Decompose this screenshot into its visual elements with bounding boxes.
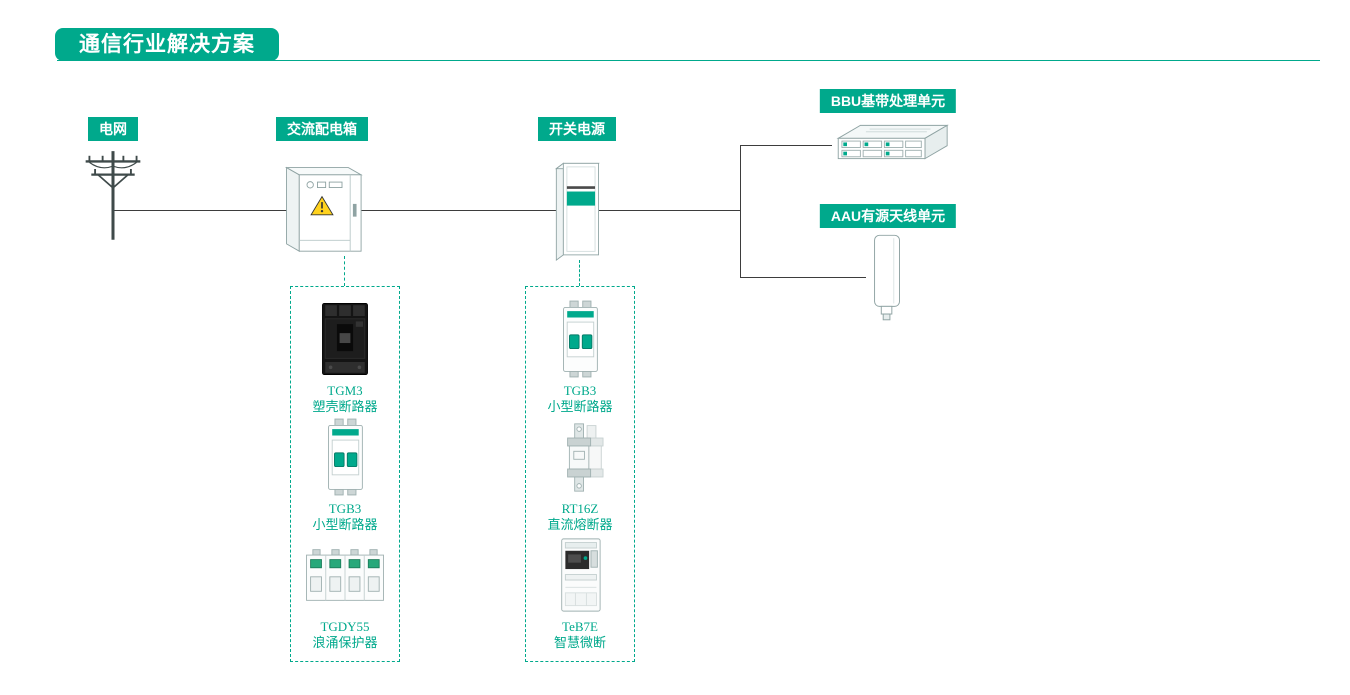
product-model: TGDY55 — [320, 619, 370, 634]
distribution-products-box: TGM3 塑壳断路器 TGB3 小型断路 — [290, 286, 400, 662]
aau-label: AAU有源天线单元 — [819, 204, 957, 228]
distribution-box-connector — [344, 256, 345, 286]
product-model: TGB3 — [328, 501, 362, 516]
bbu-branch-line — [740, 145, 832, 146]
miniature-breaker-image — [548, 299, 612, 379]
product-model: TGM3 — [327, 383, 363, 398]
product-model: TGB3 — [563, 383, 597, 398]
power-box-connector — [579, 260, 580, 286]
aau-antenna-icon — [864, 233, 912, 325]
product-caption: TGM3 塑壳断路器 — [312, 383, 377, 415]
product-name: 塑壳断路器 — [312, 399, 378, 414]
switching-power-label: 开关电源 — [538, 117, 616, 141]
product-model: TeB7E — [562, 619, 598, 634]
molded-case-breaker-image — [309, 299, 381, 379]
product-name: 直流熔断器 — [547, 517, 613, 532]
aau-branch-line — [740, 277, 866, 278]
product-name: 小型断路器 — [547, 399, 613, 414]
product-caption: TGDY55 浪涌保护器 — [312, 619, 377, 651]
distribution-cabinet-icon — [272, 160, 372, 256]
product-tgdy55: TGDY55 浪涌保护器 — [293, 535, 397, 651]
utility-pole-icon — [80, 146, 146, 241]
smart-breaker-image — [548, 535, 612, 615]
product-name: 浪涌保护器 — [312, 635, 378, 650]
product-caption: TGB3 小型断路器 — [312, 501, 377, 533]
product-tgb3: TGB3 小型断路器 — [293, 417, 397, 533]
product-model: RT16Z — [561, 501, 599, 516]
page-title: 通信行业解决方案 — [55, 28, 279, 61]
distribution-box-label: 交流配电箱 — [276, 117, 368, 141]
product-tgm3: TGM3 塑壳断路器 — [293, 299, 397, 415]
product-tgb3-2: TGB3 小型断路器 — [528, 299, 632, 415]
power-cabinet-icon — [544, 158, 610, 262]
miniature-breaker-image — [313, 417, 377, 497]
product-rt16z: RT16Z 直流熔断器 — [528, 417, 632, 533]
product-caption: TGB3 小型断路器 — [547, 383, 612, 415]
product-name: 小型断路器 — [312, 517, 378, 532]
product-caption: RT16Z 直流熔断器 — [547, 501, 612, 533]
grid-label: 电网 — [88, 117, 138, 141]
bbu-label: BBU基带处理单元 — [819, 89, 957, 113]
product-caption: TeB7E 智慧微断 — [554, 619, 606, 651]
bbu-rack-unit-icon — [828, 118, 950, 166]
dc-fuse-image — [549, 417, 611, 497]
branch-junction-line — [740, 145, 741, 278]
main-power-line — [114, 210, 740, 211]
title-underline — [57, 60, 1320, 61]
product-name: 智慧微断 — [553, 635, 606, 650]
product-teb7e: TeB7E 智慧微断 — [528, 535, 632, 651]
power-products-box: TGB3 小型断路器 — [525, 286, 635, 662]
surge-protector-image — [302, 535, 388, 615]
